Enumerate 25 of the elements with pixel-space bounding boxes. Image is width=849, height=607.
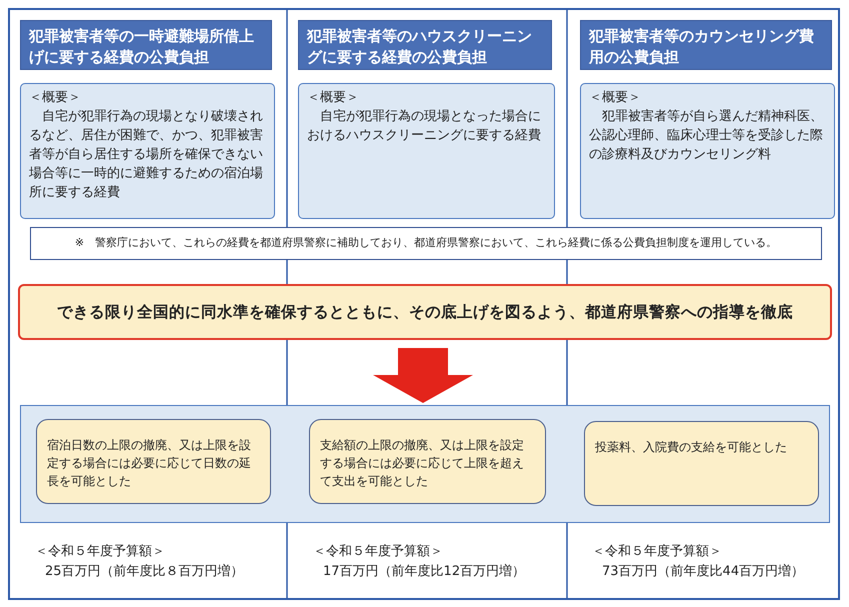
- summary-box: [20, 83, 275, 219]
- budget-heading: ＜令和５年度予算額＞: [35, 543, 165, 560]
- heading-box: 犯罪被害者等のハウスクリーニングに要する経費の公費負担: [298, 20, 552, 70]
- result-box: 支給額の上限の撤廃、又は上限を設定する場合には必要に応じて上限を超えて支出を可能とした: [309, 419, 546, 504]
- box-heading: ＜概要＞: [307, 89, 360, 107]
- budget-heading: ＜令和５年度予算額＞: [313, 543, 443, 560]
- policy-box: できる限り全国的に同水準を確保するとともに、その底上げを図るよう、都道府県警察への指導を徹底: [18, 284, 832, 340]
- budget-amount: 17百万円（前年度比12百万円増）: [323, 562, 526, 580]
- result-band: [20, 405, 830, 523]
- heading-box: 犯罪被害者等のカウンセリング費用の公費負担: [580, 20, 832, 70]
- box-text: 自宅が犯罪行為の現場となり破壊されるなど、居住が困難で、かつ、犯罪被害者等が自ら居住する場所を確保できない場合等に一時的に避難するための宿泊場所に要する経費: [29, 108, 264, 202]
- down-arrow: [373, 348, 473, 403]
- box-heading: ＜概要＞: [589, 89, 642, 107]
- result-box: 投薬料、入院費の支給を可能とした: [584, 421, 819, 506]
- budget-heading: ＜令和５年度予算額＞: [592, 543, 722, 560]
- heading-box: 犯罪被害者等の一時避難場所借上げに要する経費の公費負担: [20, 20, 272, 70]
- summary-box: [580, 83, 835, 219]
- box-text: 自宅が犯罪行為の現場となった場合におけるハウスクリーニングに要する経費: [307, 108, 542, 145]
- result-box: 宿泊日数の上限の撤廃、又は上限を設定する場合には必要に応じて日数の延長を可能とした: [36, 419, 271, 504]
- budget-amount: 25百万円（前年度比８百万円増）: [45, 562, 244, 580]
- budget-amount: 73百万円（前年度比44百万円増）: [602, 562, 804, 580]
- box-text: 犯罪被害者等が自ら選んだ精神科医、公認心理師、臨床心理士等を受診した際の診療料及びカウンセリング料: [589, 108, 824, 164]
- note-box: ※ 警察庁において、これらの経費を都道府県警察に補助しており、都道府県警察において、これら経費に係る公費負担制度を運用している。: [30, 227, 822, 260]
- box-heading: ＜概要＞: [29, 89, 82, 107]
- summary-box: [298, 83, 555, 219]
